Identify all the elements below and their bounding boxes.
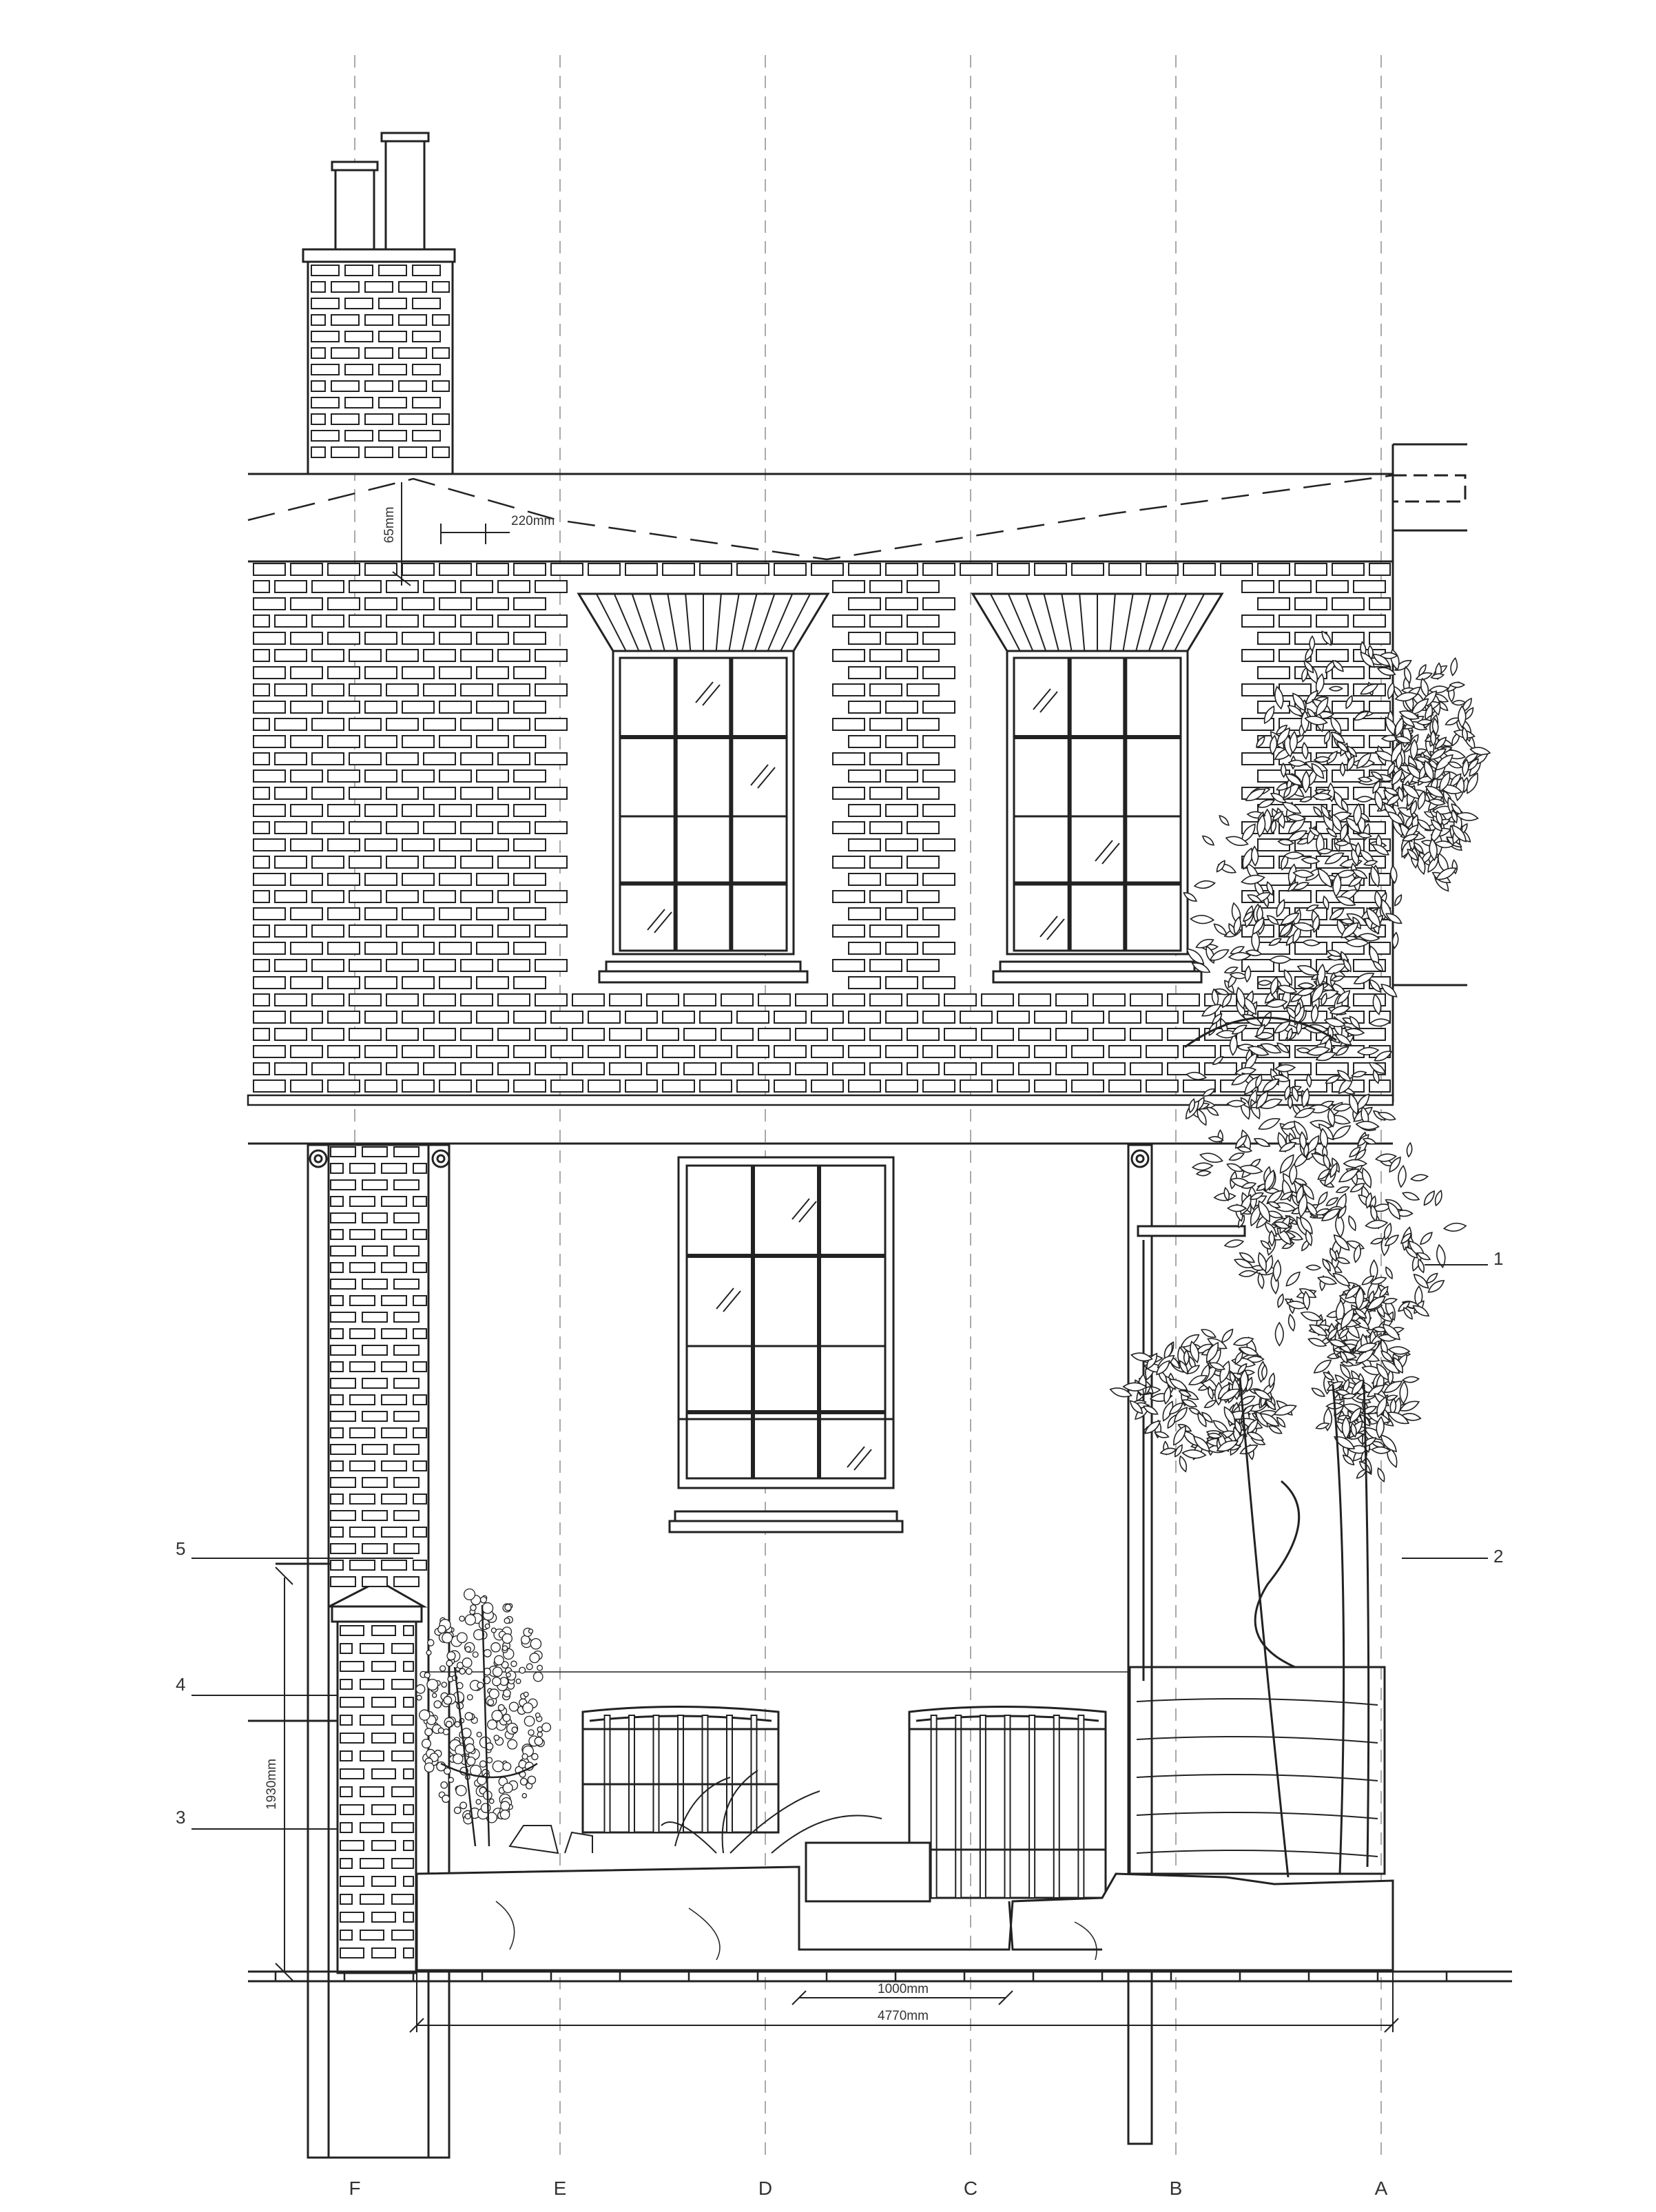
upper-brick-wall — [247, 563, 1394, 1106]
reference-5: 5 — [176, 1538, 185, 1559]
window-upper-left — [577, 592, 830, 984]
mortar-height-dimension: 65mm — [382, 507, 397, 544]
wisteria-tree-icon — [1109, 630, 1491, 1878]
window-upper-right — [971, 592, 1224, 984]
dimension-lines — [275, 482, 1399, 2033]
basement-grille-left — [581, 1706, 780, 1834]
chimney-pot-left — [334, 164, 375, 251]
grid-label-d: D — [758, 2178, 772, 2199]
grid-label-e: E — [554, 2178, 567, 2199]
planter-plants-icon — [508, 1770, 882, 1854]
grid-label-c: C — [964, 2178, 977, 2199]
basement-grille-right — [908, 1706, 1107, 1899]
reference-4: 4 — [176, 1674, 185, 1695]
reference-2: 2 — [1493, 1546, 1503, 1567]
pavement — [248, 1970, 1512, 1983]
reference-leaders — [192, 1264, 1488, 1830]
front-area — [415, 1666, 1394, 1972]
roof — [247, 443, 1467, 1102]
opening-width-dimension: 1000mm — [878, 1982, 929, 1996]
chimney-pot-right — [384, 136, 426, 251]
grid-label-b: B — [1170, 2178, 1183, 2199]
ground-floor — [248, 681, 1393, 2159]
plinth-height-dimension: 1930mm — [265, 1759, 279, 1810]
reference-3: 3 — [176, 1807, 185, 1828]
grid-label-a: A — [1375, 2178, 1388, 2199]
chimney-cap — [302, 248, 456, 263]
reference-1: 1 — [1493, 1248, 1503, 1269]
total-width-dimension: 4770mm — [878, 2009, 929, 2023]
grid-label-f: F — [349, 2178, 360, 2199]
brick-length-dimension: 220mm — [511, 514, 555, 528]
chimney — [302, 132, 456, 475]
shrub-icon — [415, 1588, 552, 1847]
